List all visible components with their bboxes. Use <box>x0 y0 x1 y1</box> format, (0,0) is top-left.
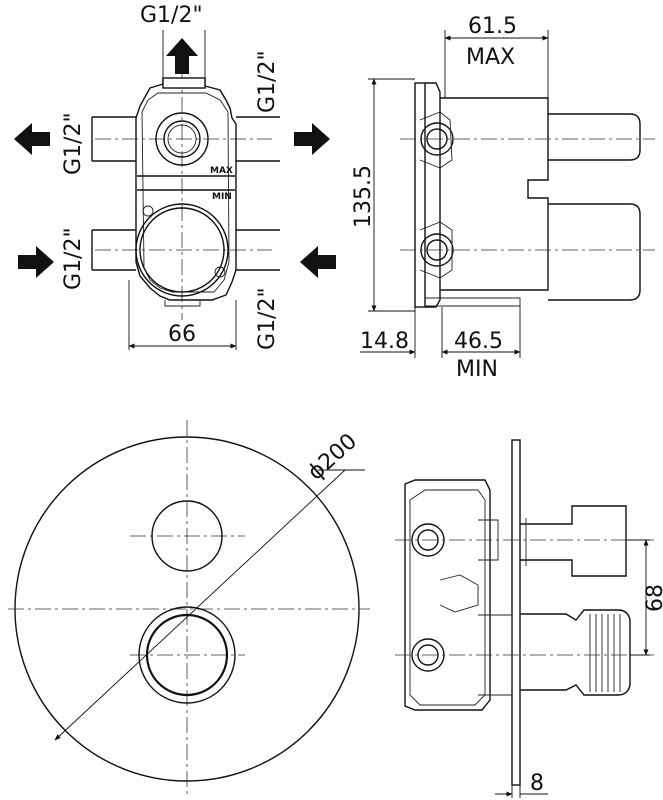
thread-label-upper-left: G1/2" <box>61 112 86 175</box>
dimension-spout-height: 68 <box>643 584 663 612</box>
front-view: MAX MIN G1/2" <box>14 3 336 350</box>
finish-plate <box>511 439 521 786</box>
spout-circle <box>151 500 223 572</box>
side-view: 135.5 61.5 MAX 14.8 46.5 MIN <box>351 14 655 382</box>
dimension-plate-diameter: ϕ200 <box>303 429 362 485</box>
spout <box>520 505 627 577</box>
dimension-body-height: 135.5 <box>351 165 376 228</box>
min-marking: MIN <box>212 192 232 202</box>
upper-spindle <box>548 113 641 161</box>
knob <box>520 609 631 696</box>
knob-outer <box>138 606 236 704</box>
arrow-in-left-icon <box>300 246 336 278</box>
arrow-right-icon <box>294 123 330 155</box>
dimension-depth-min-value: 46.5 <box>454 329 503 354</box>
arrow-in-right-icon <box>18 246 54 278</box>
dimension-plate-thickness: 8 <box>530 771 544 796</box>
dimension-wall-offset: 14.8 <box>360 329 409 354</box>
thread-label-lower-left: G1/2" <box>61 227 86 290</box>
plate-front-view: ϕ200 <box>8 420 370 795</box>
thread-label-upper-right: G1/2" <box>255 50 280 113</box>
knob-inner <box>145 613 229 697</box>
lower-spindle <box>548 203 641 301</box>
dimension-depth-max-value: 61.5 <box>468 14 517 39</box>
arrow-up-icon <box>166 38 198 74</box>
assembled-side-view: 68 8 <box>395 439 663 798</box>
dimension-body-width: 66 <box>168 322 196 347</box>
upper-port <box>155 112 209 166</box>
arrow-left-icon <box>14 123 50 155</box>
thread-label-top: G1/2" <box>140 3 203 28</box>
thread-label-lower-right: G1/2" <box>255 287 280 350</box>
max-marking: MAX <box>210 166 233 176</box>
lower-port <box>135 203 229 297</box>
side-pipes <box>91 116 280 271</box>
dimension-depth-max-label: MAX <box>466 45 515 70</box>
dimension-depth-min-label: MIN <box>456 357 498 382</box>
